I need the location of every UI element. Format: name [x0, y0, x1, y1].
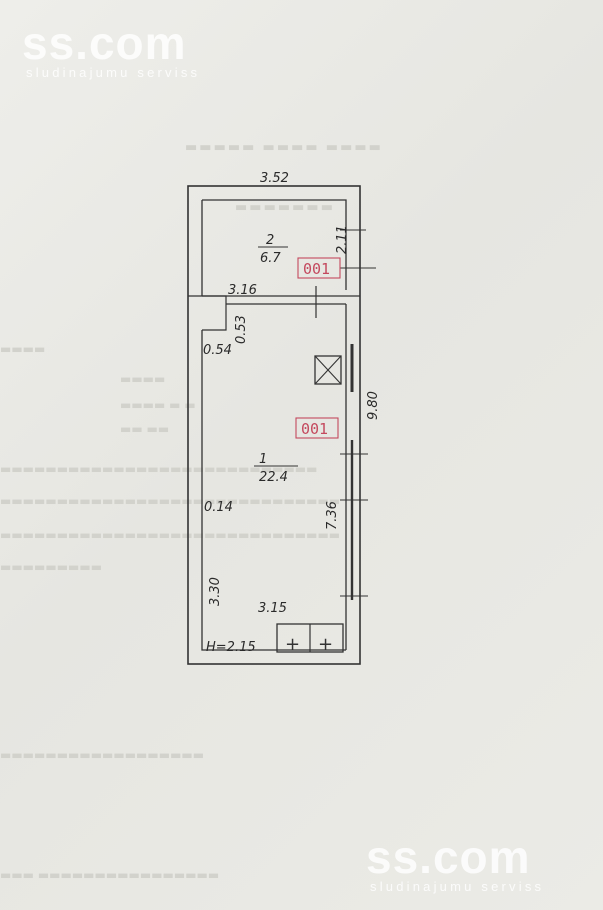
watermark-top: ss.com sludinajumu serviss — [22, 20, 200, 80]
dim-niche-width: 0.54 — [203, 343, 232, 358]
dim-overall-width: 3.52 — [260, 171, 289, 186]
stamp-top: 001 — [303, 260, 330, 278]
dim-left-lower: 3.30 — [208, 577, 223, 606]
dim-room-2-side: 2.11 — [335, 225, 350, 254]
faint-line: ▬▬▬▬ — [120, 372, 166, 386]
watermark-logo: ss.com — [366, 831, 531, 883]
stamp-top-box — [297, 257, 341, 279]
faint-heading: ▬▬▬▬▬ ▬▬▬▬ ▬▬▬▬ — [185, 140, 383, 155]
panel-plus-icon: + — [285, 634, 300, 655]
outer-wall — [187, 185, 361, 665]
faint-line: ▬▬▬ ▬▬▬▬▬▬▬▬▬▬▬▬▬▬▬▬ — [0, 868, 220, 882]
faint-line: ▬▬▬▬ — [0, 342, 46, 356]
dim-total-length: 9.80 — [366, 391, 381, 420]
watermark-bottom: ss.com sludinajumu serviss — [366, 834, 544, 894]
room-1-number: 1 — [259, 452, 267, 467]
inner-wall-left-lower — [201, 330, 346, 651]
watermark-logo: ss.com — [22, 17, 187, 69]
room-2-area: 6.7 — [260, 251, 281, 266]
dim-ceiling-height: H=2.15 — [206, 640, 256, 655]
panel-plus-icon: + — [318, 634, 333, 655]
faint-line: ▬▬▬▬▬▬▬▬▬ — [0, 560, 103, 574]
dim-pillar: 0.14 — [204, 500, 233, 515]
niche-wall — [202, 295, 227, 331]
room-1-area: 22.4 — [259, 470, 288, 485]
faint-line: ▬▬▬▬▬▬▬▬▬▬▬▬▬▬▬▬▬▬ — [0, 748, 205, 762]
stamp-mid-box — [295, 417, 339, 439]
faint-heading-2: ▬▬▬▬▬▬▬ — [235, 200, 335, 215]
dim-partition: 3.16 — [228, 283, 257, 298]
room-2-number: 2 — [266, 233, 274, 248]
stamp-mid: 001 — [301, 420, 328, 438]
dim-niche-depth: 0.53 — [234, 315, 249, 344]
faint-line: ▬▬▬▬▬▬▬▬▬▬▬▬▬▬▬▬▬▬▬▬▬▬▬▬▬▬▬▬ — [0, 462, 318, 476]
watermark-tagline: sludinajumu serviss — [26, 65, 201, 80]
faint-line: ▬▬▬▬ ▬ ▬ — [120, 398, 196, 412]
watermark-tagline: sludinajumu serviss — [370, 879, 545, 894]
dim-side-length: 7.36 — [325, 501, 340, 530]
faint-line: ▬▬▬▬▬▬▬▬▬▬▬▬▬▬▬▬▬▬▬▬▬▬▬▬▬▬▬▬▬▬ — [0, 494, 341, 508]
faint-line: ▬▬▬▬▬▬▬▬▬▬▬▬▬▬▬▬▬▬▬▬▬▬▬▬▬▬▬▬▬▬ — [0, 528, 341, 542]
vent-shaft — [314, 355, 342, 385]
faint-line: ▬▬ ▬▬ — [120, 422, 170, 436]
inner-wall-top-room — [202, 199, 347, 290]
vent-shaft-cross — [314, 355, 342, 385]
dim-bottom-width: 3.15 — [258, 601, 287, 616]
